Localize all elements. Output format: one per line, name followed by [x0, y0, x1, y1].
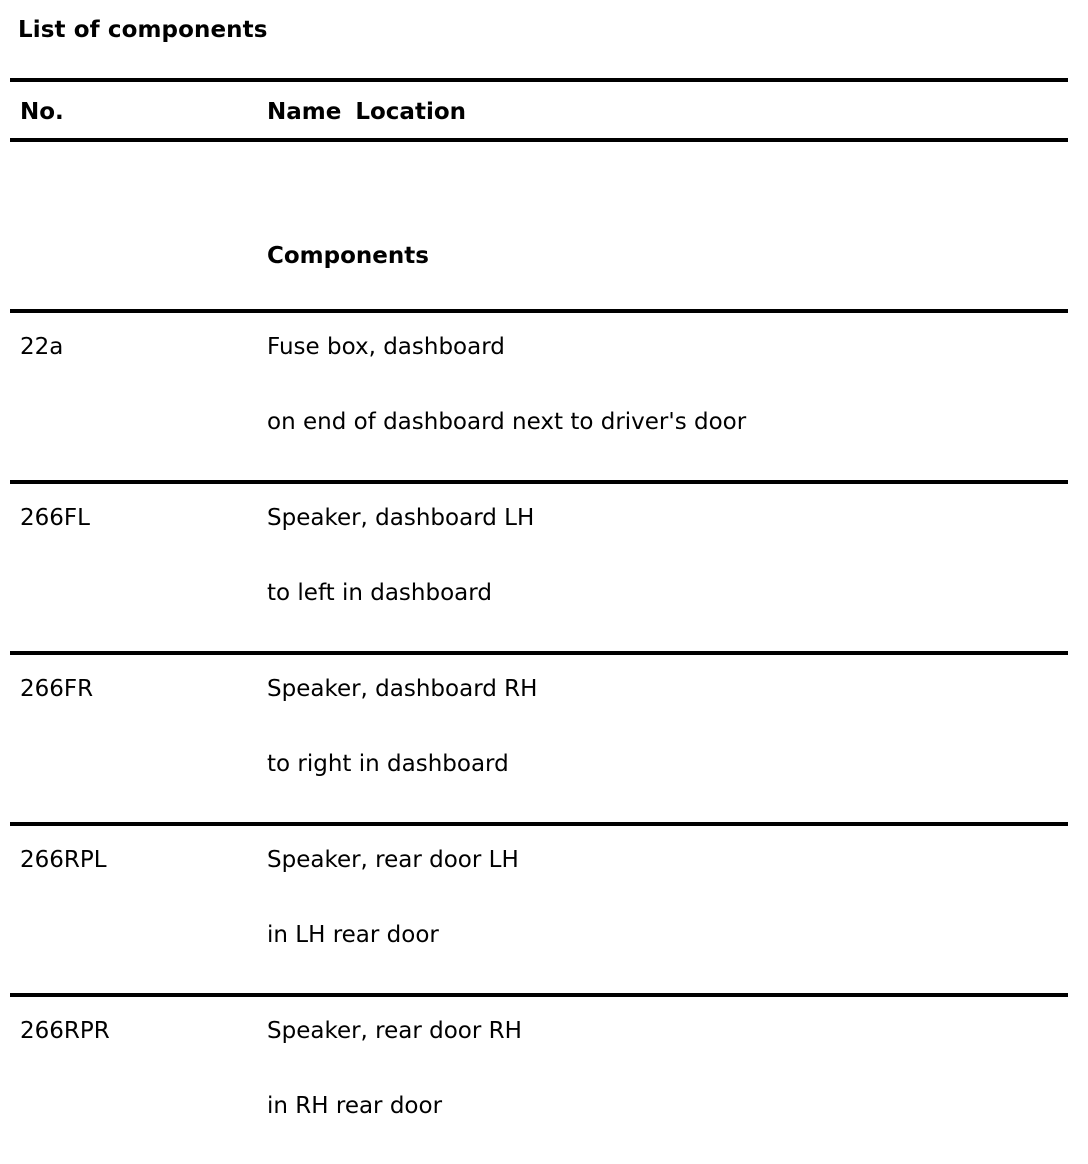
table-rule-row-2: [10, 651, 1068, 655]
page-title: List of components: [18, 17, 268, 43]
row-name: Speaker, dashboard LH: [267, 505, 535, 531]
column-header-location: Location: [355, 99, 467, 125]
column-header-name-location: Name Location: [267, 98, 466, 126]
row-location: to left in dashboard: [267, 580, 492, 606]
table-rule-row-1: [10, 480, 1068, 484]
row-location: to right in dashboard: [267, 751, 509, 777]
row-location: in RH rear door: [267, 1093, 443, 1119]
table-row: 266FR Speaker, dashboard RH to right in …: [10, 655, 1068, 822]
table-rule-row-3: [10, 822, 1068, 826]
row-name: Speaker, rear door RH: [267, 1018, 522, 1044]
table-row: 266FL Speaker, dashboard LH to left in d…: [10, 484, 1068, 651]
row-location: in LH rear door: [267, 922, 439, 948]
row-name: Speaker, dashboard RH: [267, 676, 538, 702]
section-label-components: Components: [267, 243, 429, 269]
table-rule-under-section: [10, 309, 1068, 313]
row-name: Speaker, rear door LH: [267, 847, 519, 873]
row-number: 22a: [20, 334, 64, 360]
row-name: Fuse box, dashboard: [267, 334, 505, 360]
table-rule-under-header: [10, 138, 1068, 142]
column-header-no: No.: [20, 99, 64, 125]
row-location: on end of dashboard next to driver's doo…: [267, 409, 747, 435]
row-number: 266FR: [20, 676, 94, 702]
table-rule-row-4: [10, 993, 1068, 997]
table-row: 22a Fuse box, dashboard on end of dashbo…: [10, 313, 1068, 480]
column-header-name: Name: [267, 99, 342, 125]
components-table: No. Name Location Components 22a Fuse box…: [10, 78, 1068, 1164]
table-row: 266RPR Speaker, rear door RH in RH rear …: [10, 997, 1068, 1164]
table-rule-top: [10, 78, 1068, 82]
row-number: 266FL: [20, 505, 90, 531]
table-row: 266RPL Speaker, rear door LH in LH rear …: [10, 826, 1068, 993]
table-section-row: Components: [10, 142, 1068, 309]
table-header-row: No. Name Location: [10, 82, 1068, 138]
row-number: 266RPR: [20, 1018, 110, 1044]
row-number: 266RPL: [20, 847, 107, 873]
